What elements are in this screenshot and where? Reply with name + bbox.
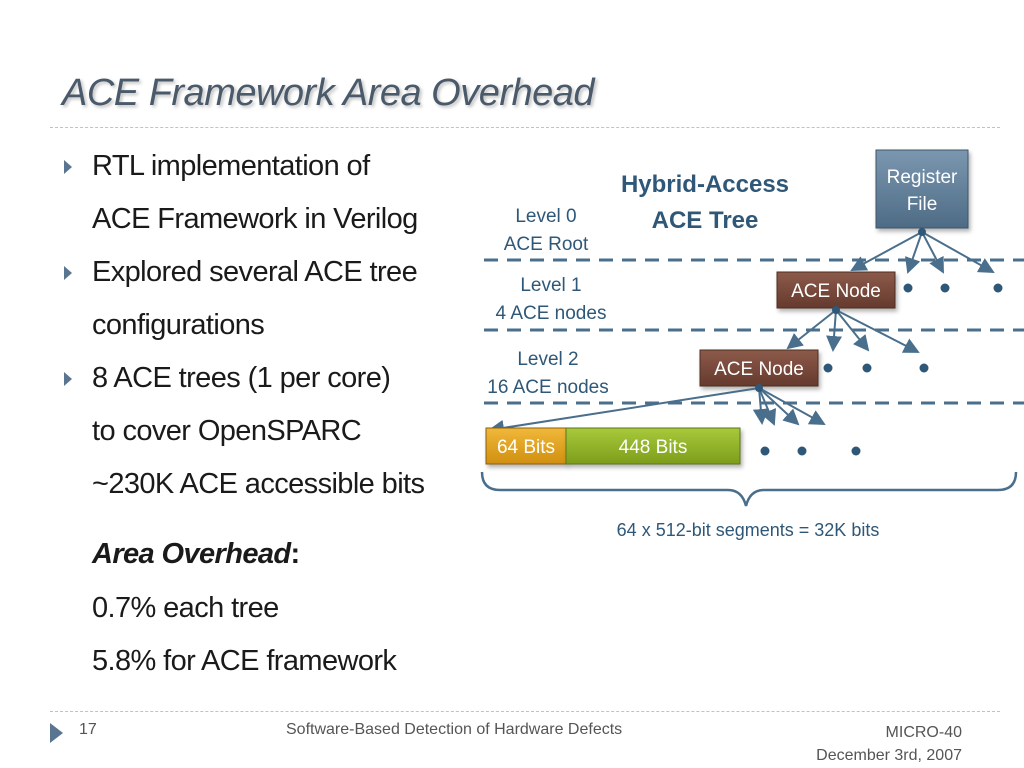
level-1-sublabel: 4 ACE nodes xyxy=(496,303,607,324)
register-file-label: File xyxy=(907,194,938,215)
footer-date: December 3rd, 2007 xyxy=(816,747,962,764)
bits-segment-64: 64 Bits xyxy=(485,427,567,465)
ace-node-level-1: ACE Node xyxy=(776,271,896,309)
root-fanout-arrows xyxy=(850,231,995,274)
segments-caption: 64 x 512-bit segments = 32K bits xyxy=(617,520,880,540)
ellipsis-dots xyxy=(903,283,1003,293)
area-overhead-colon: : xyxy=(290,538,301,570)
level-2-fanout-arrows xyxy=(488,387,826,436)
ace-node-level-2: ACE Node xyxy=(699,349,819,387)
bits-64-label: 64 Bits xyxy=(497,437,555,458)
area-overhead-tree: 0.7% each tree xyxy=(92,592,279,624)
footer-title: Software-Based Detection of Hardware Def… xyxy=(286,721,623,738)
footer-arrow-icon xyxy=(50,723,63,743)
bullet-continuation: configurations xyxy=(92,309,265,341)
bullet-item: RTL implementation of xyxy=(62,140,482,193)
ace-node-label: ACE Node xyxy=(791,281,881,302)
ellipsis-dots xyxy=(823,363,929,373)
bits-segment-448: 448 Bits xyxy=(565,427,741,465)
level-2-label: Level 2 xyxy=(517,349,578,370)
slide-title: ACE Framework Area Overhead xyxy=(62,72,595,114)
slide-number: 17 xyxy=(79,721,97,738)
area-overhead-label: Area Overhead xyxy=(92,538,291,570)
diagram-title: Hybrid-Access xyxy=(621,171,789,198)
bullet-arrow-icon xyxy=(64,266,72,280)
level-0-sublabel: ACE Root xyxy=(504,234,589,255)
area-overhead-heading: Area Overhead: xyxy=(92,538,300,571)
bullet-item: Explored several ACE tree xyxy=(62,246,482,299)
level-1-label: Level 1 xyxy=(520,275,581,296)
level-1-fanout-arrows xyxy=(786,309,920,353)
bullet-continuation: ~230K ACE accessible bits xyxy=(92,468,425,500)
title-divider xyxy=(50,127,1000,128)
bullet-text: RTL implementation of xyxy=(92,150,370,182)
bullet-continuation: ACE Framework in Verilog xyxy=(92,203,418,235)
ace-tree-diagram: Hybrid-Access ACE Tree Level 0 ACE Root … xyxy=(480,149,1024,540)
junction-dot xyxy=(755,384,763,392)
segments-brace xyxy=(480,471,1018,507)
junction-dot xyxy=(832,306,840,314)
bullet-item: 8 ACE trees (1 per core) xyxy=(62,352,482,405)
bullet-arrow-icon xyxy=(64,160,72,174)
footer-conference: MICRO-40 xyxy=(885,724,962,741)
ace-node-label: ACE Node xyxy=(714,359,804,380)
register-file-label: Register xyxy=(887,167,958,188)
level-2-sublabel: 16 ACE nodes xyxy=(487,377,608,398)
ellipsis-dots xyxy=(760,446,861,456)
junction-dot xyxy=(918,228,926,236)
bullet-arrow-icon xyxy=(64,372,72,386)
bullet-list: RTL implementation of ACE Framework in V… xyxy=(62,140,482,511)
footer-venue: MICRO-40 December 3rd, 2007 xyxy=(816,721,962,767)
diagram-title: ACE Tree xyxy=(652,207,759,234)
bullet-text: Explored several ACE tree xyxy=(92,256,418,288)
area-overhead-framework: 5.8% for ACE framework xyxy=(92,645,397,677)
register-file-box: Register File xyxy=(875,149,969,229)
bullet-text: 8 ACE trees (1 per core) xyxy=(92,362,391,394)
bits-448-label: 448 Bits xyxy=(619,437,688,458)
bullet-continuation: to cover OpenSPARC xyxy=(92,415,362,447)
footer-divider xyxy=(50,711,1000,712)
level-0-label: Level 0 xyxy=(515,206,576,227)
